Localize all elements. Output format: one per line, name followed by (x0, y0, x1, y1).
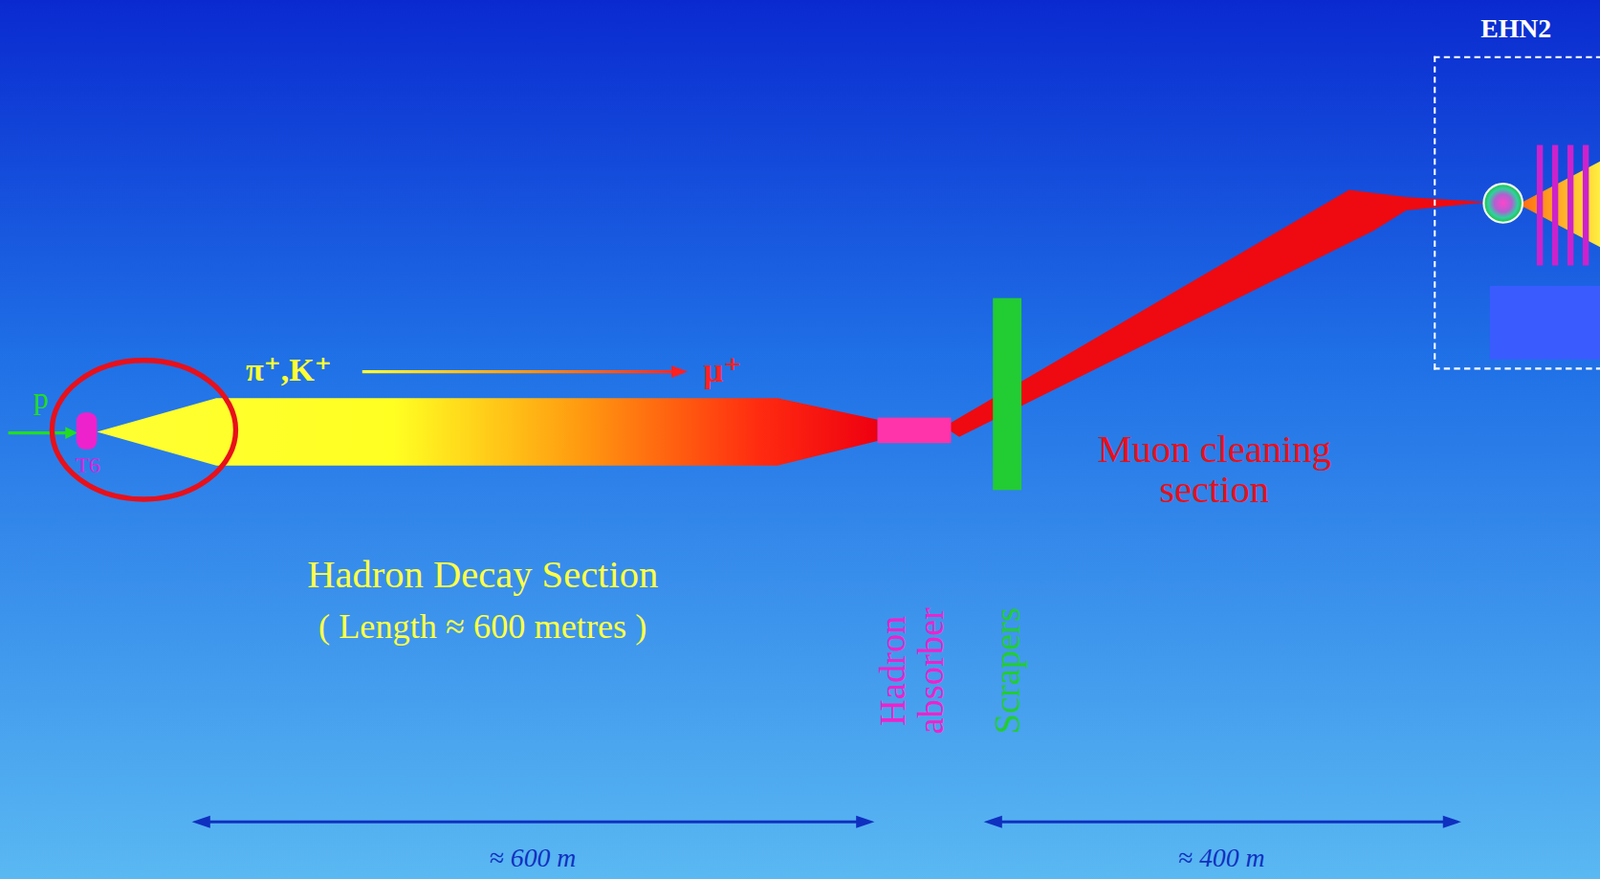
decay-arrow (362, 370, 677, 373)
section-note: ( Length ≈ 600 metres ) (318, 608, 647, 645)
target-name: T6 (75, 452, 101, 477)
polarised-target (1483, 183, 1523, 223)
scrapers (992, 298, 1022, 491)
dimension-label: ≈ 600 m (489, 843, 577, 872)
proton-beam (8, 431, 72, 435)
hadron-absorber (877, 417, 952, 444)
target (76, 412, 97, 449)
dimension-label: ≈ 400 m (1178, 843, 1266, 872)
arrow-head (671, 365, 688, 378)
section-title: Hadron Decay Section (306, 554, 658, 596)
dimension-arrows (192, 815, 1462, 829)
spectrometer-block (1490, 285, 1600, 360)
section-title: Muon cleaning section (1046, 428, 1383, 510)
particle-label: π⁺,K⁺ (245, 353, 332, 389)
arrow-head (65, 426, 78, 439)
beam-particle: p (33, 381, 49, 415)
highlight-ellipse (51, 360, 236, 500)
hadron-beam (96, 397, 877, 465)
component-label: Scrapers (988, 607, 1028, 734)
hall-name: EHN2 (1480, 15, 1552, 44)
particle-label: μ⁺ (703, 351, 743, 389)
component-label: Hadron absorber (874, 593, 952, 747)
experimental-hall: EHN2 (1433, 56, 1600, 371)
muon-beam (943, 190, 1489, 438)
detector-planes (1536, 145, 1589, 266)
